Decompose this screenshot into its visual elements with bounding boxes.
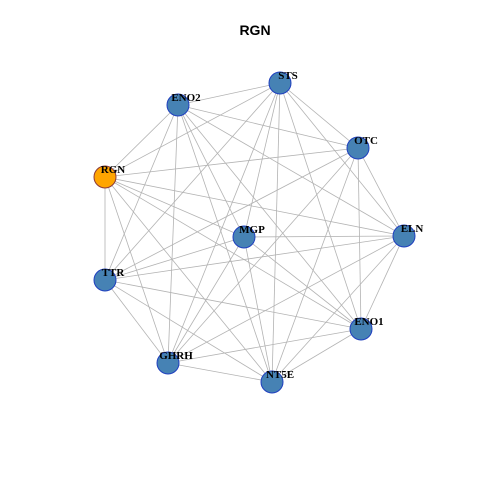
edge-eln-ttr: [104, 235, 405, 281]
node-label-eln: ELN: [401, 223, 424, 235]
node-label-eno1: ENO1: [354, 316, 383, 328]
edge-sts-rgn: [104, 82, 281, 178]
edge-mgp-eln: [243, 235, 405, 238]
edge-sts-ttr: [104, 82, 281, 281]
edge-otc-eno1: [357, 147, 362, 330]
node-nt5e[interactable]: [260, 370, 284, 394]
node-label-ghrh: GHRH: [159, 350, 193, 362]
edge-ttr-eno1: [104, 279, 362, 330]
edge-ttr-ghrh: [104, 279, 169, 364]
edge-mgp-ttr: [104, 236, 245, 281]
edge-eln-nt5e: [271, 235, 405, 383]
node-label-ttr: TTR: [102, 267, 126, 279]
edge-rgn-nt5e: [104, 176, 273, 383]
edge-rgn-mgp: [104, 176, 245, 238]
edge-sts-otc: [279, 82, 359, 149]
edge-sts-mgp: [243, 82, 281, 238]
node-eno2[interactable]: [166, 93, 190, 117]
edge-eno2-otc: [177, 104, 359, 149]
edge-otc-ghrh: [167, 147, 359, 364]
edge-eno2-eno1: [177, 104, 362, 330]
node-ttr[interactable]: [93, 268, 117, 292]
edge-eno2-ghrh: [167, 104, 179, 364]
edge-eno1-ghrh: [167, 328, 362, 364]
edge-eno2-eln: [177, 104, 405, 237]
edge-eno2-rgn: [104, 104, 179, 178]
edge-eln-eno1: [360, 235, 405, 330]
edge-sts-eln: [279, 82, 405, 237]
edge-sts-eno1: [279, 82, 362, 330]
edge-ttr-nt5e: [104, 279, 273, 383]
edge-mgp-eno1: [243, 236, 362, 330]
edge-rgn-eln: [104, 176, 405, 237]
edge-rgn-eno1: [104, 176, 362, 330]
edge-eno2-mgp: [177, 104, 245, 238]
edge-sts-nt5e: [271, 82, 281, 383]
node-sts[interactable]: [268, 71, 292, 95]
graph-title: RGN: [239, 22, 270, 38]
node-label-sts: STS: [278, 70, 298, 82]
edge-ghrh-nt5e: [167, 362, 273, 383]
node-label-eno2: ENO2: [171, 92, 201, 104]
node-rgn[interactable]: [93, 165, 117, 189]
edge-eln-ghrh: [167, 235, 405, 364]
edge-eno2-nt5e: [177, 104, 273, 383]
edge-mgp-ghrh: [167, 236, 245, 364]
node-label-nt5e: NT5E: [266, 369, 294, 381]
node-eno1[interactable]: [349, 317, 373, 341]
edge-eno1-nt5e: [271, 328, 362, 383]
node-label-otc: OTC: [354, 135, 378, 147]
node-otc[interactable]: [346, 136, 370, 160]
edge-sts-eno2: [177, 82, 281, 106]
node-label-rgn: RGN: [101, 164, 126, 176]
node-eln[interactable]: [392, 224, 416, 248]
edges-layer: [104, 82, 405, 383]
edge-otc-nt5e: [271, 147, 359, 383]
edge-otc-rgn: [104, 147, 359, 178]
edge-otc-eln: [357, 147, 405, 237]
node-label-mgp: MGP: [239, 224, 265, 236]
edge-sts-ghrh: [167, 82, 281, 364]
nodes-layer: [93, 71, 416, 394]
edge-otc-ttr: [104, 147, 359, 281]
node-ghrh[interactable]: [156, 351, 180, 375]
node-mgp[interactable]: [232, 225, 256, 249]
